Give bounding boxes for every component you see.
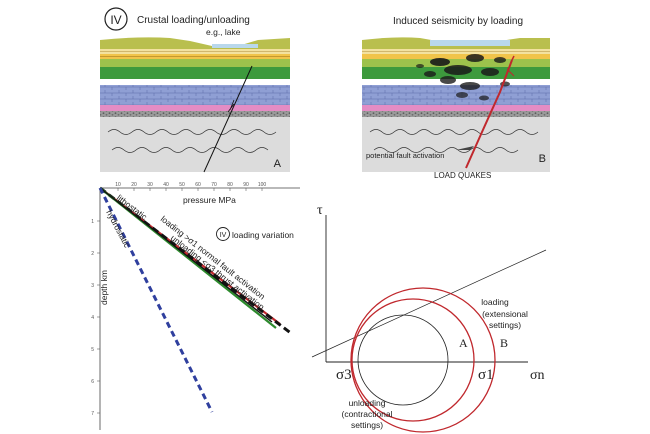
x-tick-label: 30 bbox=[147, 182, 153, 188]
curve-loading-dashed bbox=[99, 186, 293, 336]
x-tick-label: 10 bbox=[115, 182, 121, 188]
panel-a-title: Crustal loading/unloading bbox=[137, 15, 250, 26]
mohr-sigma3-label: σ3 bbox=[336, 367, 352, 383]
x-tick-label: 100 bbox=[258, 182, 267, 188]
profile-badge-label: loading variation bbox=[232, 230, 294, 240]
y-tick-label: 2 bbox=[91, 251, 94, 257]
panel-b-title: Induced seismicity by loading bbox=[393, 16, 523, 27]
mohr-circle-initial bbox=[357, 314, 449, 406]
panel-a-cross-section: IV Crustal loading/unloading e.g., lake … bbox=[100, 7, 290, 173]
y-tick-label: 7 bbox=[91, 411, 94, 417]
y-tick-label: 3 bbox=[91, 283, 94, 289]
panel-b-lake bbox=[430, 40, 510, 46]
mohr-loading-line1: loading bbox=[481, 297, 509, 307]
profile-y-title: depth km bbox=[99, 270, 109, 305]
x-tick-label: 60 bbox=[195, 182, 201, 188]
profile-badge: IV bbox=[216, 227, 230, 241]
curve-lithostatic bbox=[99, 187, 273, 323]
mohr-unloading-line1: unloading bbox=[349, 398, 386, 408]
pressure-depth-profile: 10 20 30 40 50 60 70 80 90 100 1 2 3 4 5 6 7 pressure M… bbox=[91, 182, 300, 430]
panel-b-annotation: potential fault activation bbox=[366, 151, 444, 160]
y-tick-label: 4 bbox=[91, 315, 94, 321]
panel-a-subtitle: e.g., lake bbox=[206, 27, 241, 37]
x-tick-label: 70 bbox=[211, 182, 217, 188]
label-hydrostatic: hydrostatic bbox=[104, 208, 132, 250]
panel-b-cross-section: Induced seismicity by loading bbox=[362, 16, 550, 180]
panel-b-seismicity-cloud bbox=[416, 54, 510, 101]
mohr-sigma1-label: σ1 bbox=[478, 367, 494, 383]
label-loading: loading >σ1 normal fault activation bbox=[159, 214, 268, 302]
panel-a-fault bbox=[203, 65, 253, 173]
panel-b-caption: LOAD QUAKES bbox=[434, 171, 491, 180]
x-tick-label: 20 bbox=[131, 182, 137, 188]
mohr-circle-unloading bbox=[350, 287, 496, 433]
stratum-basement bbox=[100, 117, 290, 172]
x-tick-label: 50 bbox=[179, 182, 185, 188]
mohr-label-a: A bbox=[459, 336, 468, 350]
profile-badge-text: IV bbox=[220, 232, 227, 239]
y-tick-label: 6 bbox=[91, 379, 94, 385]
mohr-sigma-n-label: σn bbox=[530, 368, 545, 383]
panel-a-badge-text: IV bbox=[110, 13, 121, 27]
stratum-white bbox=[100, 79, 290, 85]
mohr-failure-envelope bbox=[311, 249, 547, 358]
profile-y-ticks: 1 2 3 4 5 6 7 bbox=[91, 219, 100, 417]
mohr-circle-diagram: τ σn σ3 σ1 A B loading (extensional sett… bbox=[311, 203, 547, 433]
profile-x-title: pressure MPa bbox=[183, 195, 236, 205]
x-tick-label: 40 bbox=[163, 182, 169, 188]
panel-b-corner-label: B bbox=[539, 153, 546, 165]
stratum-green bbox=[100, 67, 290, 79]
mohr-label-b: B bbox=[500, 336, 508, 350]
y-tick-label: 5 bbox=[91, 347, 94, 353]
label-lithostatic: lithostatic bbox=[115, 193, 150, 223]
y-tick-label: 1 bbox=[91, 219, 94, 225]
mohr-tau-label: τ bbox=[317, 203, 323, 218]
mohr-loading-line3: settings) bbox=[489, 320, 521, 330]
stratum-lightgreen bbox=[100, 59, 290, 67]
x-tick-label: 90 bbox=[243, 182, 249, 188]
x-tick-label: 80 bbox=[227, 182, 233, 188]
panel-b-arrow bbox=[456, 146, 474, 150]
mohr-unloading-line3: settings) bbox=[351, 420, 383, 430]
stratum-pink bbox=[100, 105, 290, 111]
mohr-circle-loading bbox=[351, 298, 475, 422]
panel-a-surface bbox=[100, 37, 290, 50]
mohr-unloading-line2: (contractional bbox=[341, 409, 392, 419]
panel-a-corner-label: A bbox=[274, 158, 282, 170]
mohr-loading-line2: (extensional bbox=[482, 309, 528, 319]
label-unloading: unloading <σ3 thrust activation bbox=[169, 233, 267, 313]
stratum-gravel bbox=[100, 111, 290, 117]
profile-x-ticks: 10 20 30 40 50 60 70 80 90 100 bbox=[115, 182, 266, 191]
panel-a-badge: IV bbox=[104, 7, 128, 31]
curve-hydrostatic bbox=[98, 187, 214, 413]
panel-a-lake bbox=[212, 44, 258, 48]
stratum-limestone bbox=[100, 85, 290, 105]
